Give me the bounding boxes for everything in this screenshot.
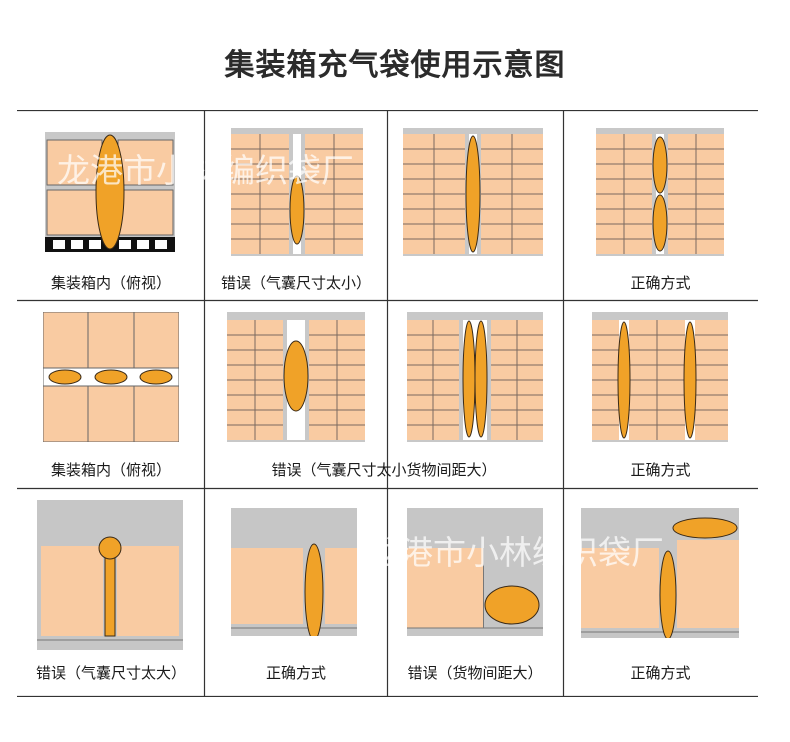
airbag [484,585,540,625]
cell-r3c4: 正确方式 [563,488,758,697]
grid-lines [17,110,758,697]
airbag-bottom [652,194,668,252]
caption: 正确方式 [630,274,691,292]
diagram-topview-horizontal [43,312,179,442]
diagram-bag-too-small [231,128,363,256]
diagram-correct-3 [592,312,728,442]
diagram-correct-4 [231,508,357,636]
cell-r3c1: 错误（气囊尺寸太大） [17,488,205,697]
diagram-correct-5 [581,508,739,638]
airbag-top [672,517,738,539]
caption: 正确方式 [630,664,691,682]
cell-r2c1: 集装箱内（俯视） [17,300,205,488]
airbag [48,369,82,385]
airbag [289,175,305,245]
caption: 错误（气囊尺寸太小货物间距大） [271,461,497,479]
airbag-left [462,320,476,438]
caption: 集装箱内（俯视） [50,274,171,292]
cell-r3c3: 错误（货物间距大） [387,488,563,697]
airbag [95,134,125,250]
page-title: 集装箱充气袋使用示意图 [224,48,566,83]
diagram-bag-too-small-wide-gap [227,312,365,442]
diagram-topview-vertical [45,132,175,252]
cell-r2c4: 正确方式 [563,300,758,488]
caption: 正确方式 [630,461,691,479]
airbag [139,369,173,385]
diagram-correct-1 [403,128,543,256]
cell-r2c3-partial [387,300,563,488]
airbag-head [98,536,122,560]
caption: 错误（气囊尺寸太大） [35,664,186,682]
diagram-grid: 集装箱内（俯视） 错误（气囊尺寸太小） [17,110,758,697]
caption: 错误（货物间距大） [407,664,543,682]
airbag-vertical [659,550,677,638]
airbag [465,135,481,253]
airbag-top [652,136,668,194]
diagram-double-bag [407,312,543,442]
caption: 集装箱内（俯视） [50,461,171,479]
cell-r1c4: 正确方式 [563,110,758,300]
cell-r1c2: 错误（气囊尺寸太小） [205,110,387,300]
caption: 正确方式 [265,664,326,682]
cell-r1c1: 集装箱内（俯视） [17,110,205,300]
cell-r3c2: 正确方式 [205,488,387,697]
airbag [94,369,128,385]
cell-r1c3-partial [387,110,563,300]
caption: 错误（气囊尺寸太小） [220,274,371,292]
diagram-bag-too-large [37,500,183,650]
cell-r2c2 [205,300,387,488]
airbag-right [683,321,697,439]
airbag [304,543,324,636]
airbag-right [474,320,488,438]
airbag-left [617,321,631,439]
airbag [283,340,309,412]
diagram-correct-2 [596,128,724,256]
diagram-wide-gap [407,508,543,636]
